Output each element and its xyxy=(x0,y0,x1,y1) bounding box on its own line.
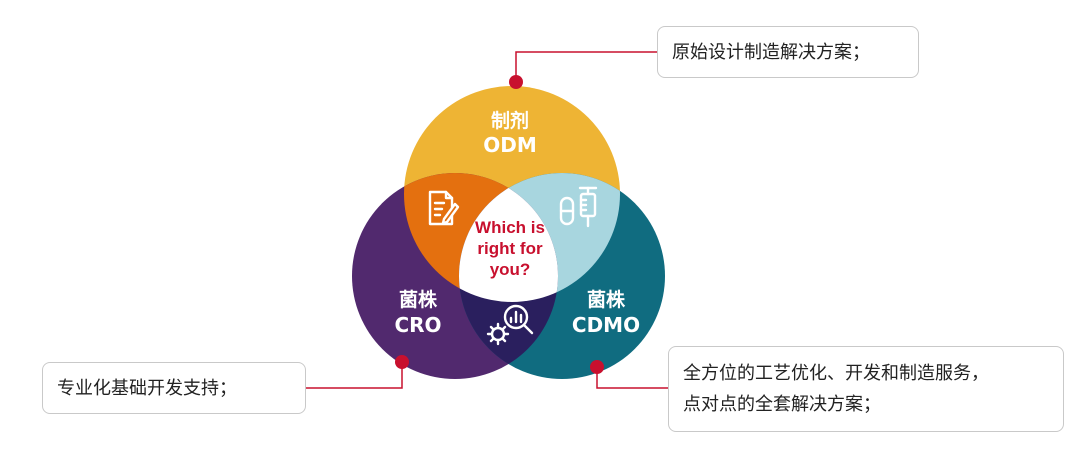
connector-odm xyxy=(509,51,657,89)
callout-odm: 原始设计制造解决方案； xyxy=(657,26,919,78)
cdmo-title-en: CDMO xyxy=(572,313,640,337)
document-edit-icon xyxy=(428,190,460,226)
connector-cdmo xyxy=(590,360,668,389)
odm-title-cn: 制剂 xyxy=(491,109,529,132)
center-line-1: Which is xyxy=(475,218,545,237)
callout-odm-text: 原始设计制造解决方案； xyxy=(672,41,870,63)
center-line-2: right for xyxy=(477,239,543,258)
odm-title-en: ODM xyxy=(483,133,537,157)
cdmo-title-cn: 菌株 xyxy=(587,288,626,311)
gear-magnifier-chart-icon xyxy=(486,304,534,346)
callout-cro: 专业化基础开发支持； xyxy=(42,362,306,414)
center-line-3: you? xyxy=(490,260,531,279)
callout-cdmo-line-2: 点对点的全套解决方案； xyxy=(683,394,881,415)
connector-cro xyxy=(306,355,409,389)
callout-cdmo-line-1: 全方位的工艺优化、开发和制造服务， xyxy=(683,363,989,384)
callout-cdmo: 全方位的工艺优化、开发和制造服务， 点对点的全套解决方案； xyxy=(668,346,1064,432)
capsule-syringe-icon xyxy=(559,186,598,228)
cro-title-cn: 菌株 xyxy=(399,288,438,311)
callout-cro-text: 专业化基础开发支持； xyxy=(57,377,237,399)
center-overlap xyxy=(459,173,558,302)
cro-title-en: CRO xyxy=(394,313,441,337)
